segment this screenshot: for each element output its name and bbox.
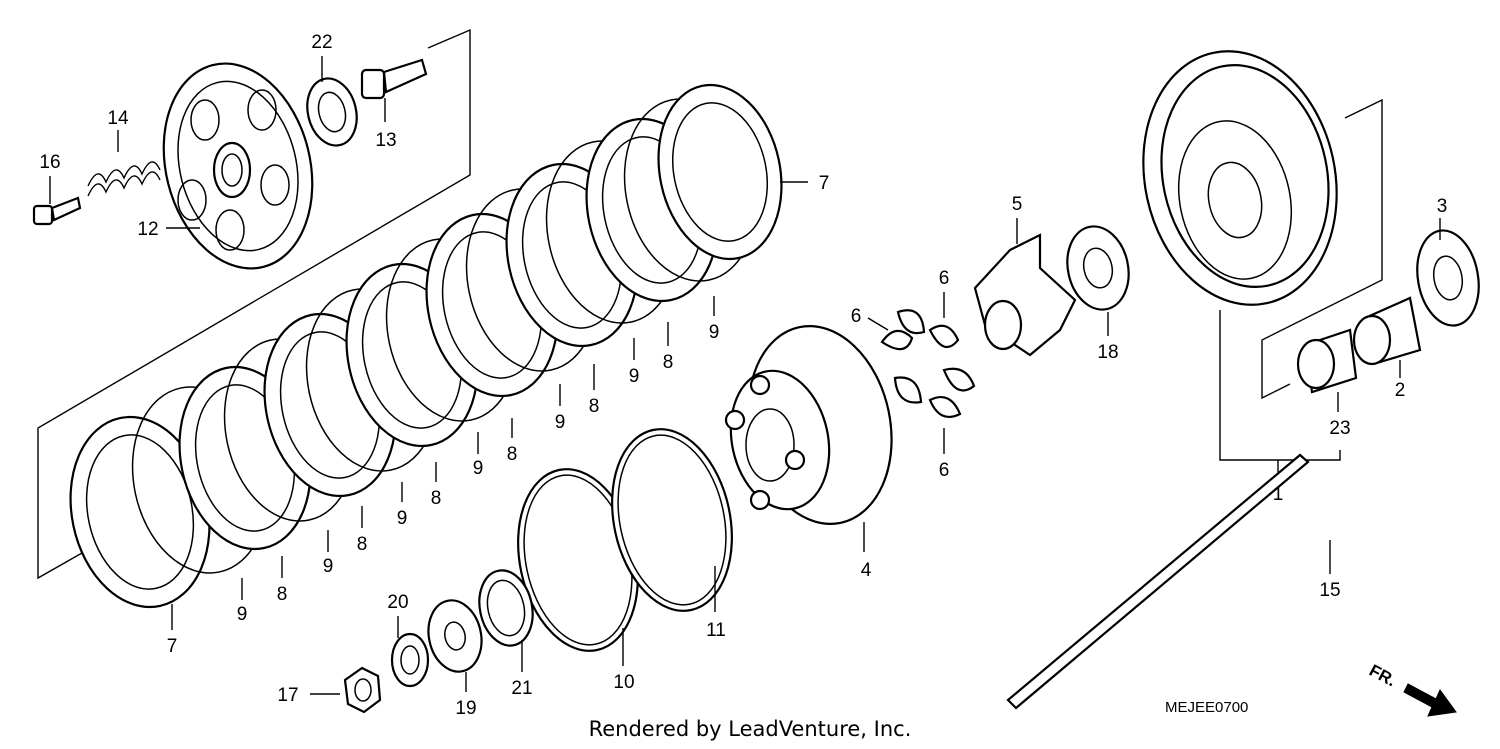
callout-8-a: 8 bbox=[277, 584, 288, 605]
callout-6-left: 6 bbox=[851, 306, 862, 327]
lifter-plate-part bbox=[973, 233, 1077, 357]
callout-5: 5 bbox=[1012, 194, 1023, 215]
leader-lines bbox=[49, 56, 1441, 695]
callout-14: 14 bbox=[107, 108, 129, 129]
callout-9-a: 9 bbox=[237, 604, 248, 625]
front-direction-indicator: FR. bbox=[1366, 661, 1457, 717]
spring-washer-part bbox=[478, 569, 534, 647]
lock-nut-part bbox=[343, 666, 382, 714]
front-label: FR. bbox=[1366, 661, 1399, 691]
callout-2: 2 bbox=[1395, 380, 1406, 401]
callout-20: 20 bbox=[387, 592, 408, 613]
callout-6-top: 6 bbox=[939, 268, 950, 289]
bolt-part bbox=[360, 58, 428, 100]
callout-7-front: 7 bbox=[167, 636, 178, 657]
callout-8-f: 8 bbox=[663, 352, 674, 373]
callout-9-f: 9 bbox=[629, 366, 640, 387]
o-ring-outer-part bbox=[611, 428, 733, 612]
render-credit: Rendered by LeadVenture, Inc. bbox=[589, 717, 912, 741]
weights-part bbox=[880, 309, 976, 418]
callout-6-bottom: 6 bbox=[939, 460, 950, 481]
small-bolt-part bbox=[32, 196, 82, 226]
callout-16: 16 bbox=[39, 152, 60, 173]
bearing-part bbox=[306, 77, 358, 147]
friction-plate-7-rear bbox=[657, 83, 783, 261]
washer-part bbox=[1416, 229, 1480, 327]
spacer-part bbox=[390, 632, 430, 688]
callout-4: 4 bbox=[861, 560, 872, 581]
callout-9-e: 9 bbox=[555, 412, 566, 433]
callout-23: 23 bbox=[1329, 418, 1350, 439]
basket-bracket-line bbox=[1261, 98, 1383, 400]
callout-19: 19 bbox=[455, 698, 476, 719]
callout-11: 11 bbox=[706, 620, 726, 641]
callout-8-e: 8 bbox=[589, 396, 600, 417]
callout-1: 1 bbox=[1273, 484, 1284, 505]
bushing-part bbox=[1352, 296, 1422, 366]
lock-washer-part bbox=[427, 599, 483, 673]
callout-3: 3 bbox=[1437, 196, 1448, 217]
callout-12: 12 bbox=[137, 219, 158, 240]
callout-15: 15 bbox=[1319, 580, 1340, 601]
callout-22: 22 bbox=[311, 32, 332, 53]
clutch-center-hub-part bbox=[724, 325, 893, 525]
diagram-code: MEJEE0700 bbox=[1165, 699, 1248, 716]
callout-9-c: 9 bbox=[397, 508, 408, 529]
callout-8-c: 8 bbox=[431, 488, 442, 509]
part1-group-bracket bbox=[1219, 310, 1341, 461]
callout-9-d: 9 bbox=[473, 458, 484, 479]
callout-10: 10 bbox=[613, 672, 634, 693]
pushrod-part bbox=[1006, 453, 1310, 710]
pressure-plate-part bbox=[162, 62, 314, 270]
callout-21: 21 bbox=[511, 678, 532, 699]
callout-7-rear: 7 bbox=[819, 173, 830, 194]
callout-17: 17 bbox=[277, 685, 298, 706]
plates-bracket-line bbox=[37, 28, 471, 580]
callout-9-b: 9 bbox=[323, 556, 334, 577]
front-arrow-icon bbox=[1403, 683, 1457, 717]
callout-9-g: 9 bbox=[709, 322, 720, 343]
thrust-washer-part bbox=[1066, 225, 1130, 311]
needle-bearing-part bbox=[1296, 328, 1358, 394]
callout-18: 18 bbox=[1097, 342, 1118, 363]
callout-8-d: 8 bbox=[507, 444, 518, 465]
callout-8-b: 8 bbox=[357, 534, 368, 555]
clutch-outer-basket-part bbox=[1142, 50, 1338, 306]
callout-13: 13 bbox=[375, 130, 396, 151]
spring-part bbox=[87, 161, 161, 197]
